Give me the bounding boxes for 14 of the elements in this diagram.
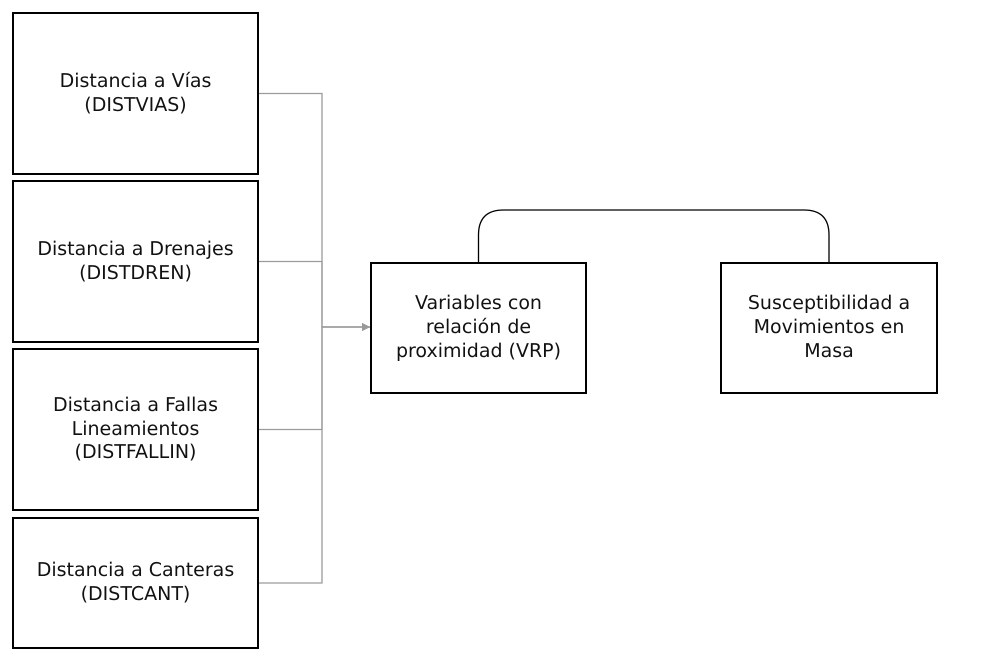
process-box	[12, 517, 259, 649]
process-box	[12, 180, 259, 343]
process-box	[12, 12, 259, 175]
process-box	[370, 262, 587, 394]
arrow	[259, 323, 370, 584]
process-box	[720, 262, 938, 394]
box-label: Susceptibilidad a Movimientos en Masa	[746, 292, 912, 364]
box-label: Distancia a Drenajes (DISTDREN)	[36, 238, 235, 286]
process-box	[12, 348, 259, 511]
box-label: Distancia a Canteras (DISTCANT)	[36, 559, 236, 607]
box-label: Distancia a Vías (DISTVIAS)	[58, 70, 212, 118]
box-label: Distancia a Fallas Lineamientos (DISTFALLIN)	[52, 394, 219, 466]
box-label: Variables con relación de proximidad (VRP)	[394, 292, 562, 364]
connector-line	[478, 209, 830, 262]
